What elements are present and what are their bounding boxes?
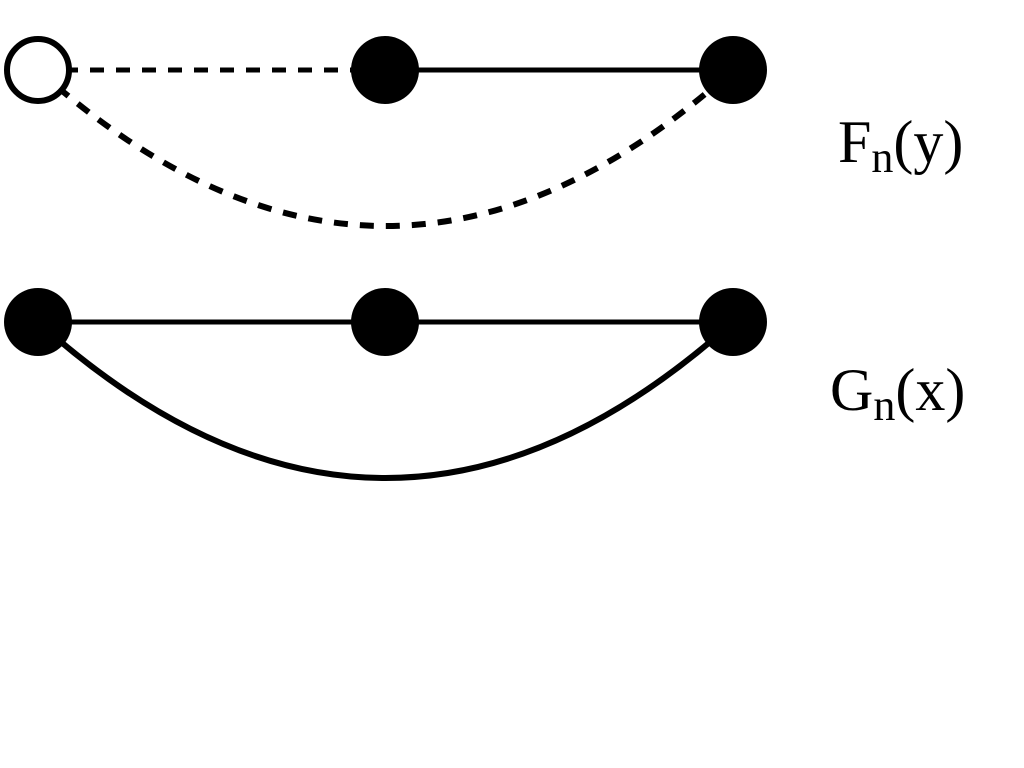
label-g-subscript: n <box>873 381 896 430</box>
label-f-main: F <box>838 109 872 175</box>
label-g-main: G <box>830 357 874 423</box>
graph-g-node-2 <box>699 288 767 356</box>
graph-g-node-0 <box>4 288 72 356</box>
graph-f <box>4 36 767 229</box>
graph-f-edge-0-2 <box>35 67 736 229</box>
label-f-argument: (y) <box>893 109 964 175</box>
graph-g-node-1 <box>351 288 419 356</box>
label-g-argument: (x) <box>895 357 966 423</box>
label-f-subscript: n <box>871 133 894 182</box>
graph-label-f: Fn(y) <box>838 109 964 180</box>
graph-g <box>4 288 767 481</box>
graph-label-g: Gn(x) <box>830 357 966 428</box>
graph-g-edge-0-2 <box>35 319 736 481</box>
graph-f-node-1 <box>351 36 419 104</box>
graph-f-node-0 <box>4 36 72 104</box>
graph-f-node-2 <box>699 36 767 104</box>
